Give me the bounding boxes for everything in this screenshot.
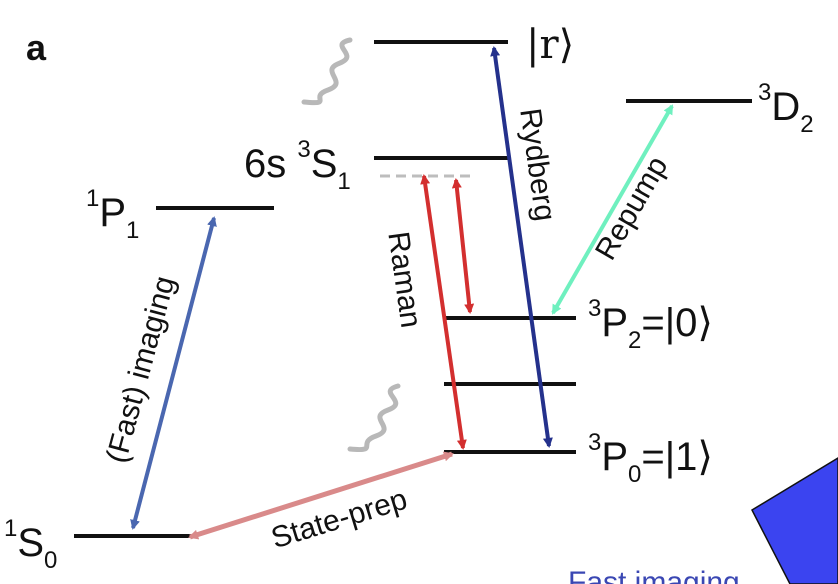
- raman-label: Raman: [381, 229, 427, 329]
- raman-arrow-inner: [451, 178, 475, 314]
- label-3p0: 3P0=|1⟩: [588, 429, 713, 488]
- label-1p1-sub: 1: [126, 217, 139, 244]
- repump-label: Repump: [589, 151, 674, 266]
- label-3p2: 3P2=|0⟩: [588, 295, 713, 354]
- label-3p0-sup: 3: [588, 429, 601, 456]
- label-rydberg-state: |r⟩: [526, 22, 574, 68]
- raman-arrow-outer: [420, 174, 467, 450]
- label-3p2-sup: 3: [588, 295, 601, 322]
- label-3d2-sup: 3: [758, 79, 771, 106]
- label-3s1-sup: 3: [297, 136, 310, 163]
- inset-caption: Fast imaging: [568, 566, 740, 584]
- label-3d2: 3D2: [758, 79, 814, 138]
- label-3s1-prefix: 6s: [244, 142, 297, 186]
- decay-wiggle-lower: [347, 383, 401, 453]
- label-3s1-main: S: [311, 142, 338, 186]
- label-3p0-main: P: [601, 435, 628, 479]
- label-1p1: 1P1: [86, 185, 139, 244]
- label-3p0-sub: 0: [628, 461, 641, 488]
- decay-wiggle-upper: [301, 37, 353, 106]
- state-prep-arrow: [188, 451, 454, 540]
- label-1s0-main: S: [17, 521, 44, 565]
- rydberg-label: Rydberg: [513, 106, 561, 223]
- panel-label: a: [26, 27, 47, 68]
- label-1p1-main: P: [99, 191, 126, 235]
- state-prep-label: State-prep: [267, 483, 411, 556]
- label-3p2-sub: 2: [628, 327, 641, 354]
- label-3s1: 6s 3S1: [244, 136, 351, 195]
- imaging-label: (Fast) imaging: [100, 273, 181, 467]
- imaging-arrow: [130, 216, 217, 530]
- repump-arrow: [551, 104, 674, 315]
- label-3p2-ket: =|0⟩: [641, 301, 713, 345]
- label-3p0-ket: =|1⟩: [641, 435, 713, 479]
- label-3d2-sub: 2: [800, 111, 813, 138]
- label-1s0-sub: 0: [44, 547, 57, 574]
- label-1p1-sup: 1: [86, 185, 99, 212]
- label-3d2-main: D: [771, 85, 800, 129]
- inset-shape: [751, 457, 838, 584]
- label-1s0: 1S0: [4, 515, 57, 574]
- label-1s0-sup: 1: [4, 515, 17, 542]
- rydberg-arrow: [490, 46, 553, 448]
- label-3p2-main: P: [601, 301, 628, 345]
- label-3s1-sub: 1: [337, 168, 350, 195]
